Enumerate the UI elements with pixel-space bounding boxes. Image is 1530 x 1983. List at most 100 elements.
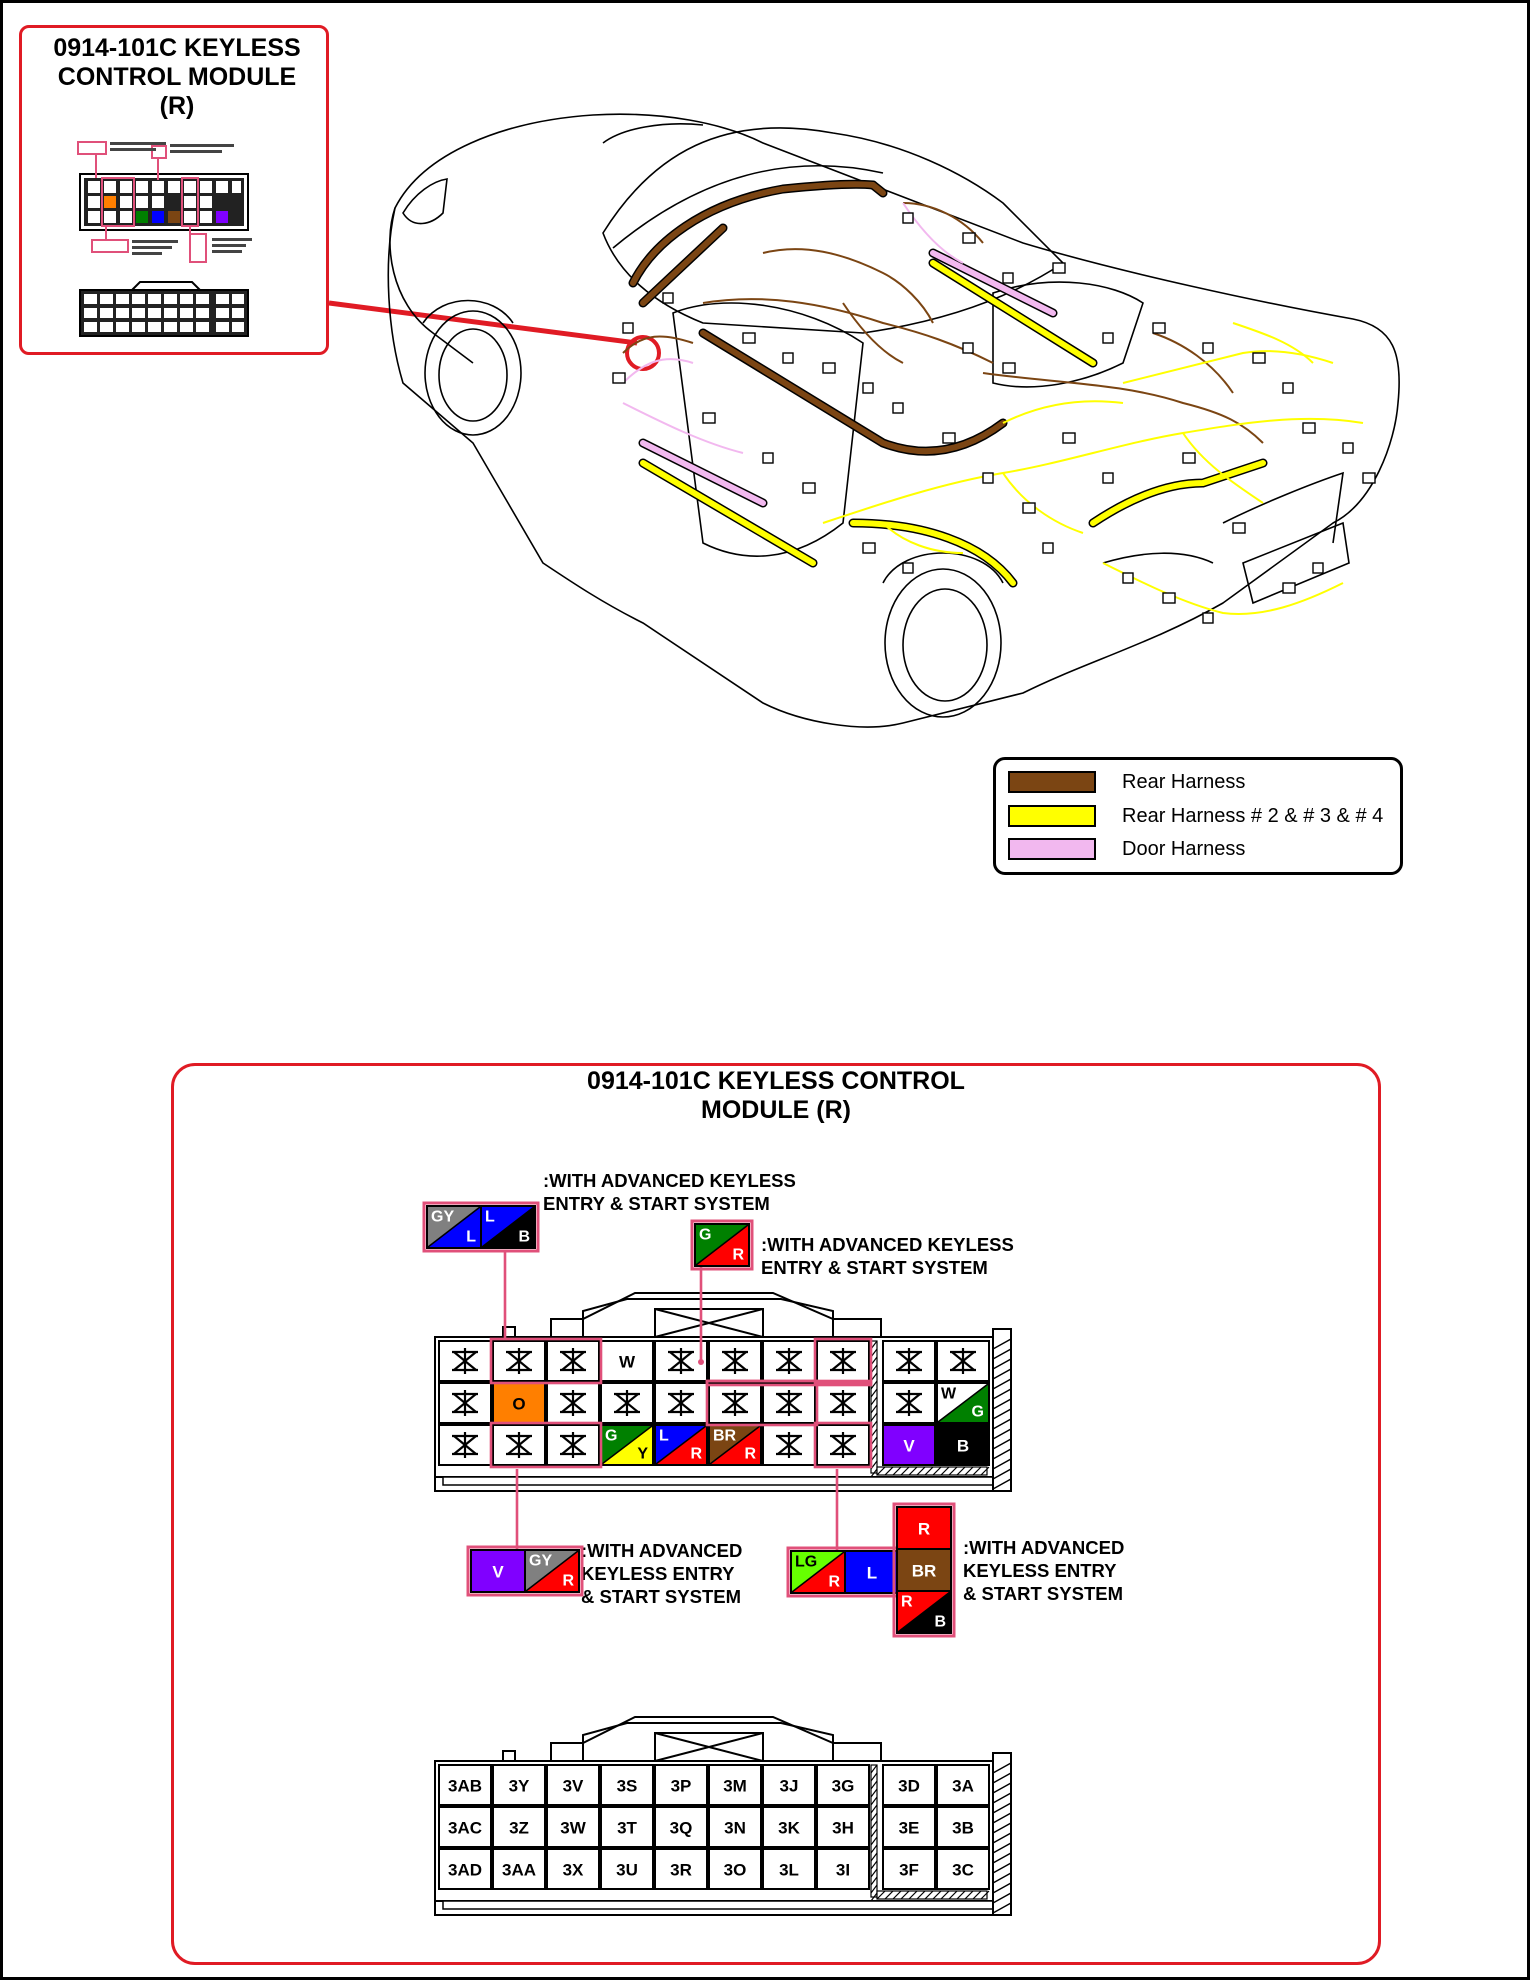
thumbnail-title: 0914-101C KEYLESS CONTROL MODULE (R) [22,34,332,121]
wire-color-label: R [918,1520,930,1539]
legend-swatch [1008,771,1096,793]
wire-color-label: GY [431,1209,454,1226]
pin-number-label: 3A [952,1777,974,1796]
wire-cell [816,1382,870,1424]
wire-cell [438,1382,492,1424]
pin-cell: 3B [936,1806,990,1848]
note-bottom-left: :WITH ADVANCED KEYLESS ENTRY & START SYS… [581,1539,742,1608]
wire-cell [546,1340,600,1382]
unused-pin-mark [722,1348,748,1374]
pin-cell: 3L [762,1848,816,1890]
note-line: & START SYSTEM [963,1583,1123,1604]
wire-color-label: G [605,1428,617,1445]
wire-cell: LR [654,1424,708,1466]
pin-number-label: 3F [899,1861,919,1880]
unused-pin-mark [896,1348,922,1374]
wire-cell [816,1340,870,1382]
wire-color-label: L [659,1428,669,1445]
pin-cell: 3J [762,1764,816,1806]
wire-cell [546,1424,600,1466]
pin-number-label: 3G [832,1777,855,1796]
pin-number-label: 3AB [448,1777,482,1796]
pin-number-label: 3AA [502,1861,536,1880]
unused-pin-mark [776,1390,802,1416]
wire-cell: LB [480,1205,536,1249]
wire-color-label: BR [713,1428,737,1445]
wire-color-label: R [732,1247,744,1264]
pin-number-label: 3K [778,1819,800,1838]
pin-number-label: 3X [563,1861,584,1880]
pin-cell: 3I [816,1848,870,1890]
wire-cell: W [600,1340,654,1382]
note-top-left: :WITH ADVANCED KEYLESS ENTRY & START SYS… [543,1169,796,1215]
wire-cell [438,1340,492,1382]
detail-title-line-1: 0914-101C KEYLESS CONTROL [587,1067,965,1095]
wire-cell [882,1340,936,1382]
wire-color-label: L [466,1229,476,1246]
wire-cell [762,1340,816,1382]
note-line: :WITH ADVANCED [963,1537,1125,1558]
pin-number-label: 3R [670,1861,692,1880]
pin-number-label: 3O [724,1861,747,1880]
wire-color-label: R [562,1573,574,1590]
unused-pin-mark [506,1348,532,1374]
unused-pin-mark [452,1432,478,1458]
wire-cell [708,1340,762,1382]
pin-number-label: 3Q [670,1819,693,1838]
pin-number-label: 3I [836,1861,850,1880]
pin-cell: 3N [708,1806,762,1848]
pin-cell: 3V [546,1764,600,1806]
wire-color-label: LG [795,1554,817,1571]
wire-cell: RB [896,1590,952,1634]
wire-cell [762,1382,816,1424]
wire-cell: GR [694,1223,750,1267]
wire-color-label: V [903,1437,915,1456]
unused-pin-mark [950,1348,976,1374]
detail-title: 0914-101C KEYLESS CONTROL MODULE (R) [171,1067,1381,1125]
note-line: ENTRY & START SYSTEM [761,1257,988,1278]
pin-number-label: 3E [899,1819,920,1838]
wire-color-label: L [485,1209,495,1226]
pin-cell: 3Q [654,1806,708,1848]
note-line: :WITH ADVANCED KEYLESS [543,1170,796,1191]
legend-item-rear-harness: Rear Harness [1008,768,1398,796]
wire-cell: LGR [790,1550,846,1594]
legend-item-rear-harness-2-3-4: Rear Harness # 2 & # 3 & # 4 [1008,802,1398,830]
note-line: & START SYSTEM [581,1586,741,1607]
wire-color-label: V [492,1563,504,1582]
thumbnail-connector-drawing [77,141,252,337]
pin-cell: 3F [882,1848,936,1890]
legend-item-door-harness: Door Harness [1008,835,1398,863]
pin-cell: 3U [600,1848,654,1890]
pin-number-label: 3T [617,1819,637,1838]
pin-number-label: 3H [832,1819,854,1838]
wire-cell [492,1424,546,1466]
pin-cell: 3D [882,1764,936,1806]
callout-top-right: GR [690,1219,754,1271]
unused-pin-mark [830,1348,856,1374]
note-line: ENTRY & START SYSTEM [543,1193,770,1214]
note-line: KEYLESS ENTRY [963,1560,1117,1581]
wire-color-label: L [867,1564,877,1583]
pin-cell: 3W [546,1806,600,1848]
wire-cell [546,1382,600,1424]
wire-cell: BR [896,1548,952,1592]
unused-pin-mark [830,1432,856,1458]
thumbnail-title-line-2: CONTROL MODULE [57,63,297,91]
wire-color-label: O [512,1395,525,1414]
legend-label: Door Harness [1122,838,1246,860]
note-bottom-right: :WITH ADVANCED KEYLESS ENTRY & START SYS… [963,1536,1124,1605]
detail-title-line-2: MODULE (R) [701,1096,851,1124]
pin-number-label: 3AC [448,1819,482,1838]
pin-cell: 3AD [438,1848,492,1890]
wire-cell [936,1340,990,1382]
pin-cell: 3K [762,1806,816,1848]
wire-cell [600,1382,654,1424]
pin-number-label: 3Y [509,1777,530,1796]
pin-cell: 3A [936,1764,990,1806]
wire-cell [882,1382,936,1424]
unused-pin-mark [896,1390,922,1416]
wire-cell: GY L [426,1205,482,1249]
wire-cell: GYR [524,1549,580,1593]
